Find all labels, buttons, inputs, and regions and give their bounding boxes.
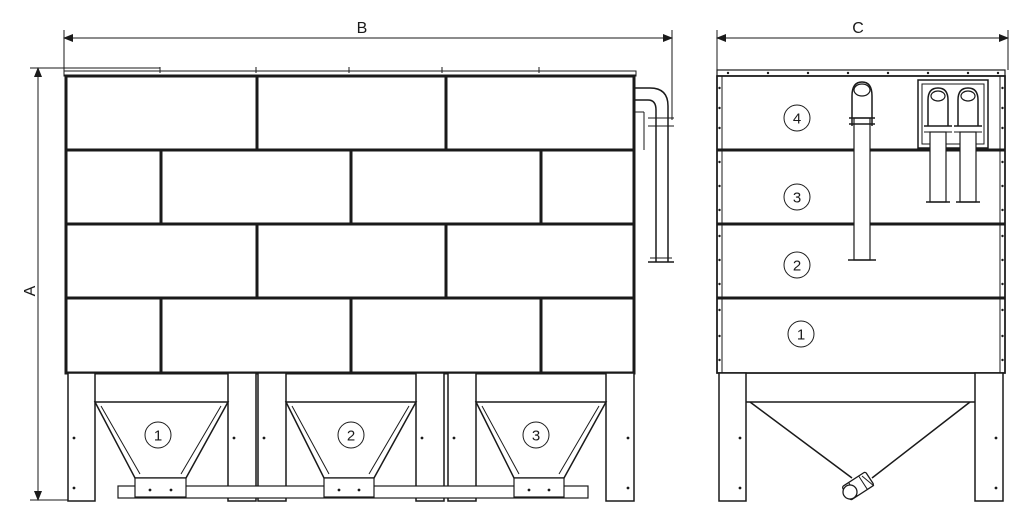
hopper-callout-3: 3 — [522, 421, 550, 449]
dimension-a: A — [22, 67, 160, 501]
side-vertical-pipe — [848, 81, 876, 261]
tier-callout-4: 4 — [783, 104, 811, 132]
side-view: 4 3 2 1 — [716, 69, 1006, 502]
dimension-c-label: C — [852, 20, 864, 37]
dimension-b: B — [63, 20, 673, 120]
dimension-b-label: B — [357, 20, 368, 37]
front-hopper-3 — [474, 401, 608, 498]
front-legs — [67, 372, 635, 502]
front-view: 1 2 3 — [63, 67, 674, 502]
dimension-a-label: A — [22, 285, 39, 296]
tier-number-2: 2 — [793, 258, 801, 275]
front-hopper-2 — [284, 401, 418, 498]
tier-number-1: 1 — [797, 327, 805, 344]
dimension-c: C — [716, 20, 1009, 70]
tier-number-3: 3 — [793, 190, 801, 207]
hopper-callout-1: 1 — [144, 421, 172, 449]
hopper-number-3: 3 — [532, 428, 540, 445]
hopper-number-2: 2 — [347, 428, 355, 445]
front-hopper-1 — [93, 401, 230, 498]
side-hopper — [746, 401, 975, 501]
hopper-number-1: 1 — [154, 428, 162, 445]
side-double-pipe-assembly — [917, 79, 989, 203]
front-discharge-pipe — [634, 87, 674, 263]
tier-callout-3: 3 — [783, 183, 811, 211]
tier-callout-1: 1 — [787, 320, 815, 348]
hopper-callout-2: 2 — [337, 421, 365, 449]
tier-callout-2: 2 — [783, 251, 811, 279]
tier-number-4: 4 — [793, 111, 801, 128]
